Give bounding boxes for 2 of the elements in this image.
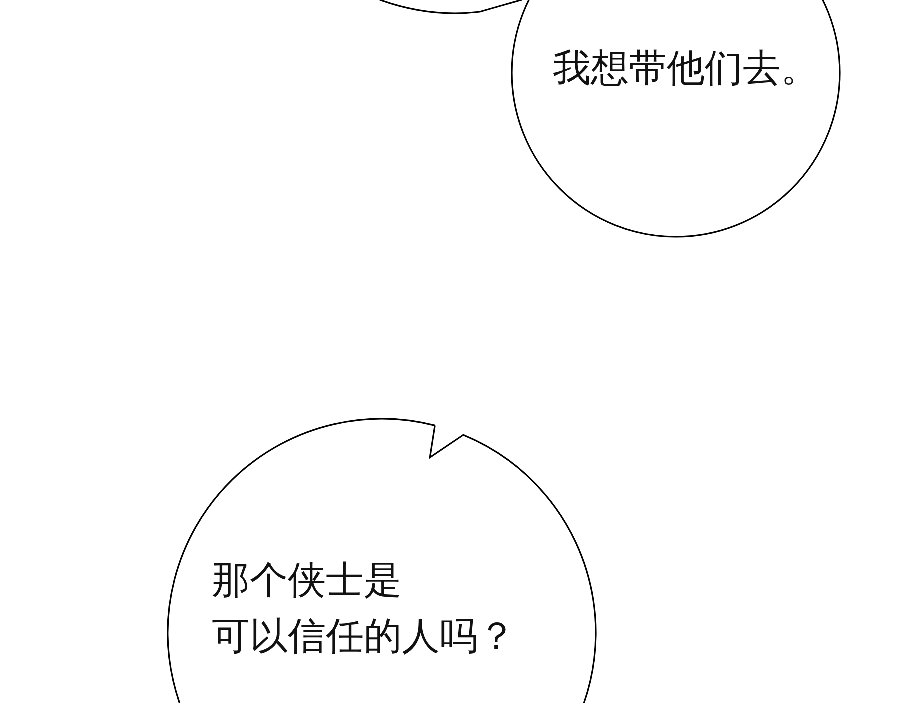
dialogue-text: 我想带他们去。 <box>553 45 820 92</box>
dialogue-text: 那个侠士是可以信任的人吗？ <box>212 557 517 660</box>
